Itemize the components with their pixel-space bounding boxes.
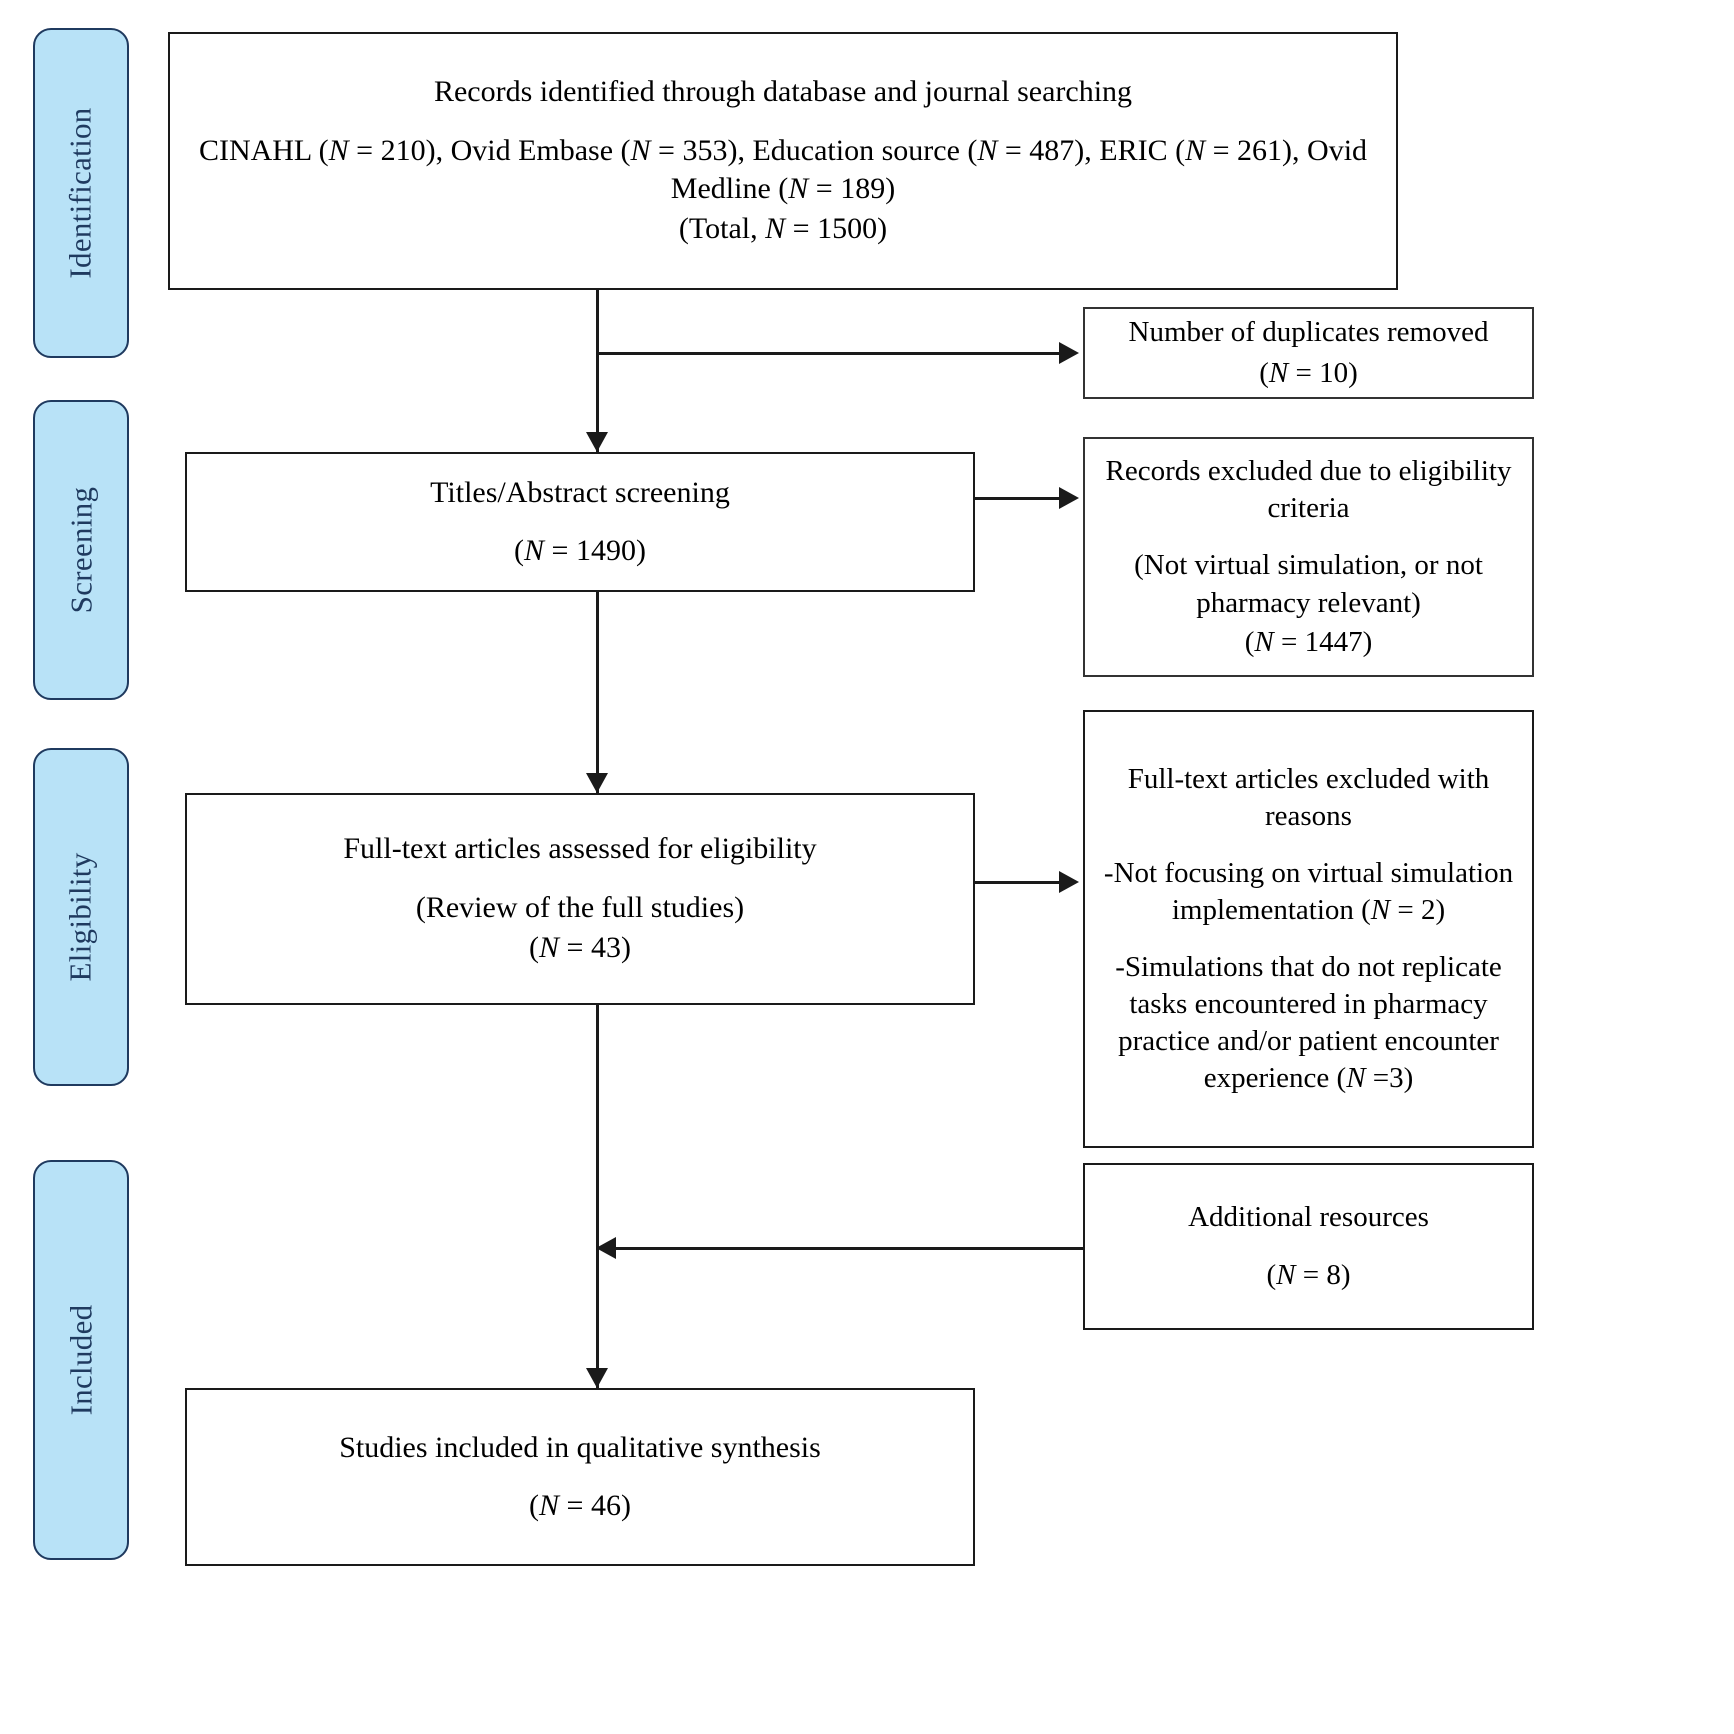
box-additional-resources: Additional resources (N = 8) [1083, 1163, 1534, 1330]
additional-resources-count: (N = 8) [1266, 1258, 1351, 1291]
connector-additional-to-main [612, 1247, 1083, 1250]
box-records-excluded-screening: Records excluded due to eligibility crit… [1083, 437, 1534, 677]
box-fulltext-assessed: Full-text articles assessed for eligibil… [185, 793, 975, 1005]
arrow-to-excluded-screening [1059, 487, 1079, 509]
stage-pill-included: Included [33, 1160, 129, 1560]
duplicates-title: Number of duplicates removed [1128, 315, 1489, 348]
arrow-to-duplicates [1059, 342, 1079, 364]
box-duplicates-removed: Number of duplicates removed (N = 10) [1083, 307, 1534, 399]
duplicates-count: (N = 10) [1259, 357, 1358, 389]
connector-fulltext-to-included [596, 1005, 599, 1390]
box-records-identified: Records identified through database and … [168, 32, 1398, 290]
additional-resources-title: Additional resources [1188, 1201, 1429, 1234]
arrow-screening-to-fulltext [586, 773, 608, 793]
connector-to-excluded-screening [975, 497, 1061, 500]
stage-label-screening: Screening [63, 486, 98, 614]
stage-label-identification: Identification [63, 107, 99, 279]
arrow-to-fulltext-excluded [1059, 871, 1079, 893]
records-identified-total: (Total, N = 1500) [678, 212, 888, 246]
stage-label-eligibility: Eligibility [63, 852, 98, 982]
box-fulltext-excluded: Full-text articles excluded with reasons… [1083, 710, 1534, 1148]
fulltext-excluded-reason-1: -Not focusing on virtual simulation impl… [1103, 856, 1514, 926]
fulltext-count: (N = 43) [529, 931, 631, 965]
screening-count: (N = 1490) [514, 534, 646, 567]
records-identified-sources: CINAHL (N = 210), Ovid Embase (N = 353),… [198, 133, 1368, 205]
records-identified-title: Records identified through database and … [433, 75, 1133, 109]
stage-pill-screening: Screening [33, 400, 129, 700]
arrow-additional-to-main [596, 1237, 616, 1259]
connector-to-duplicates [596, 352, 1061, 355]
fulltext-title: Full-text articles assessed for eligibil… [343, 832, 817, 866]
fulltext-subtitle: (Review of the full studies) [415, 890, 745, 924]
stage-label-included: Included [63, 1304, 99, 1416]
box-titles-abstract-screening: Titles/Abstract screening (N = 1490) [185, 452, 975, 592]
excluded-screening-title: Records excluded due to eligibility crit… [1105, 455, 1512, 525]
box-studies-included: Studies included in qualitative synthesi… [185, 1388, 975, 1566]
excluded-screening-count: (N = 1447) [1244, 625, 1373, 658]
connector-identified-to-screening [596, 290, 599, 453]
studies-included-count: (N = 46) [529, 1489, 631, 1522]
connector-to-fulltext-excluded [975, 881, 1061, 884]
connector-screening-to-fulltext [596, 592, 599, 794]
arrow-fulltext-to-included [586, 1368, 608, 1388]
stage-pill-identification: Identification [33, 28, 129, 358]
screening-title: Titles/Abstract screening [430, 475, 730, 509]
studies-included-title: Studies included in qualitative synthesi… [339, 1430, 821, 1464]
fulltext-excluded-title: Full-text articles excluded with reasons [1127, 762, 1490, 832]
stage-pill-eligibility: Eligibility [33, 748, 129, 1086]
arrow-identified-to-screening [586, 432, 608, 452]
fulltext-excluded-reason-2: -Simulations that do not replicate tasks… [1115, 951, 1502, 1095]
excluded-screening-reason: (Not virtual simulation, or not pharmacy… [1134, 549, 1483, 619]
